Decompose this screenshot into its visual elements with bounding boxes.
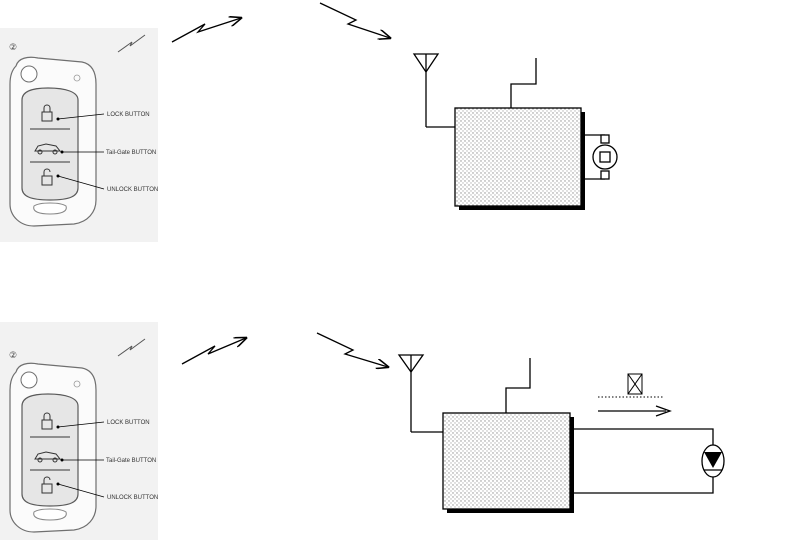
lock-button-label: LOCK BUTTON	[107, 420, 150, 426]
lock-button-label: LOCK BUTTON	[107, 112, 150, 118]
antenna-symbol	[399, 355, 443, 432]
tailgate-button-label: Tail-Gate BUTTON	[106, 150, 156, 156]
key-remote	[10, 363, 96, 532]
bottom-panel: ② LOCK BUTT	[0, 322, 724, 540]
top-panel: ②	[0, 3, 617, 242]
receive-signal-arrow	[320, 3, 390, 38]
motor-symbol	[581, 135, 617, 179]
transmit-signal-arrow	[182, 338, 246, 364]
remote-number-mark: ②	[9, 43, 17, 53]
receiver-unit	[443, 413, 574, 513]
receiver-unit	[455, 108, 585, 210]
indicator-marker	[598, 374, 664, 397]
unlock-button-label: UNLOCK BUTTON	[107, 187, 158, 193]
power-wire	[506, 358, 530, 413]
transmit-signal-arrow	[172, 18, 241, 42]
antenna-symbol	[414, 54, 455, 127]
tailgate-button-label: Tail-Gate BUTTON	[106, 458, 156, 464]
direction-arrow	[598, 406, 670, 416]
receive-signal-arrow	[317, 333, 388, 367]
power-wire	[511, 58, 536, 108]
unlock-button-label: UNLOCK BUTTON	[107, 495, 158, 501]
remote-number-mark: ②	[9, 351, 17, 361]
output-loop-wire	[574, 429, 713, 493]
keyring-hole	[21, 372, 37, 388]
keyring-hole	[21, 66, 37, 82]
diode-symbol	[702, 445, 724, 477]
key-remote	[10, 57, 96, 226]
